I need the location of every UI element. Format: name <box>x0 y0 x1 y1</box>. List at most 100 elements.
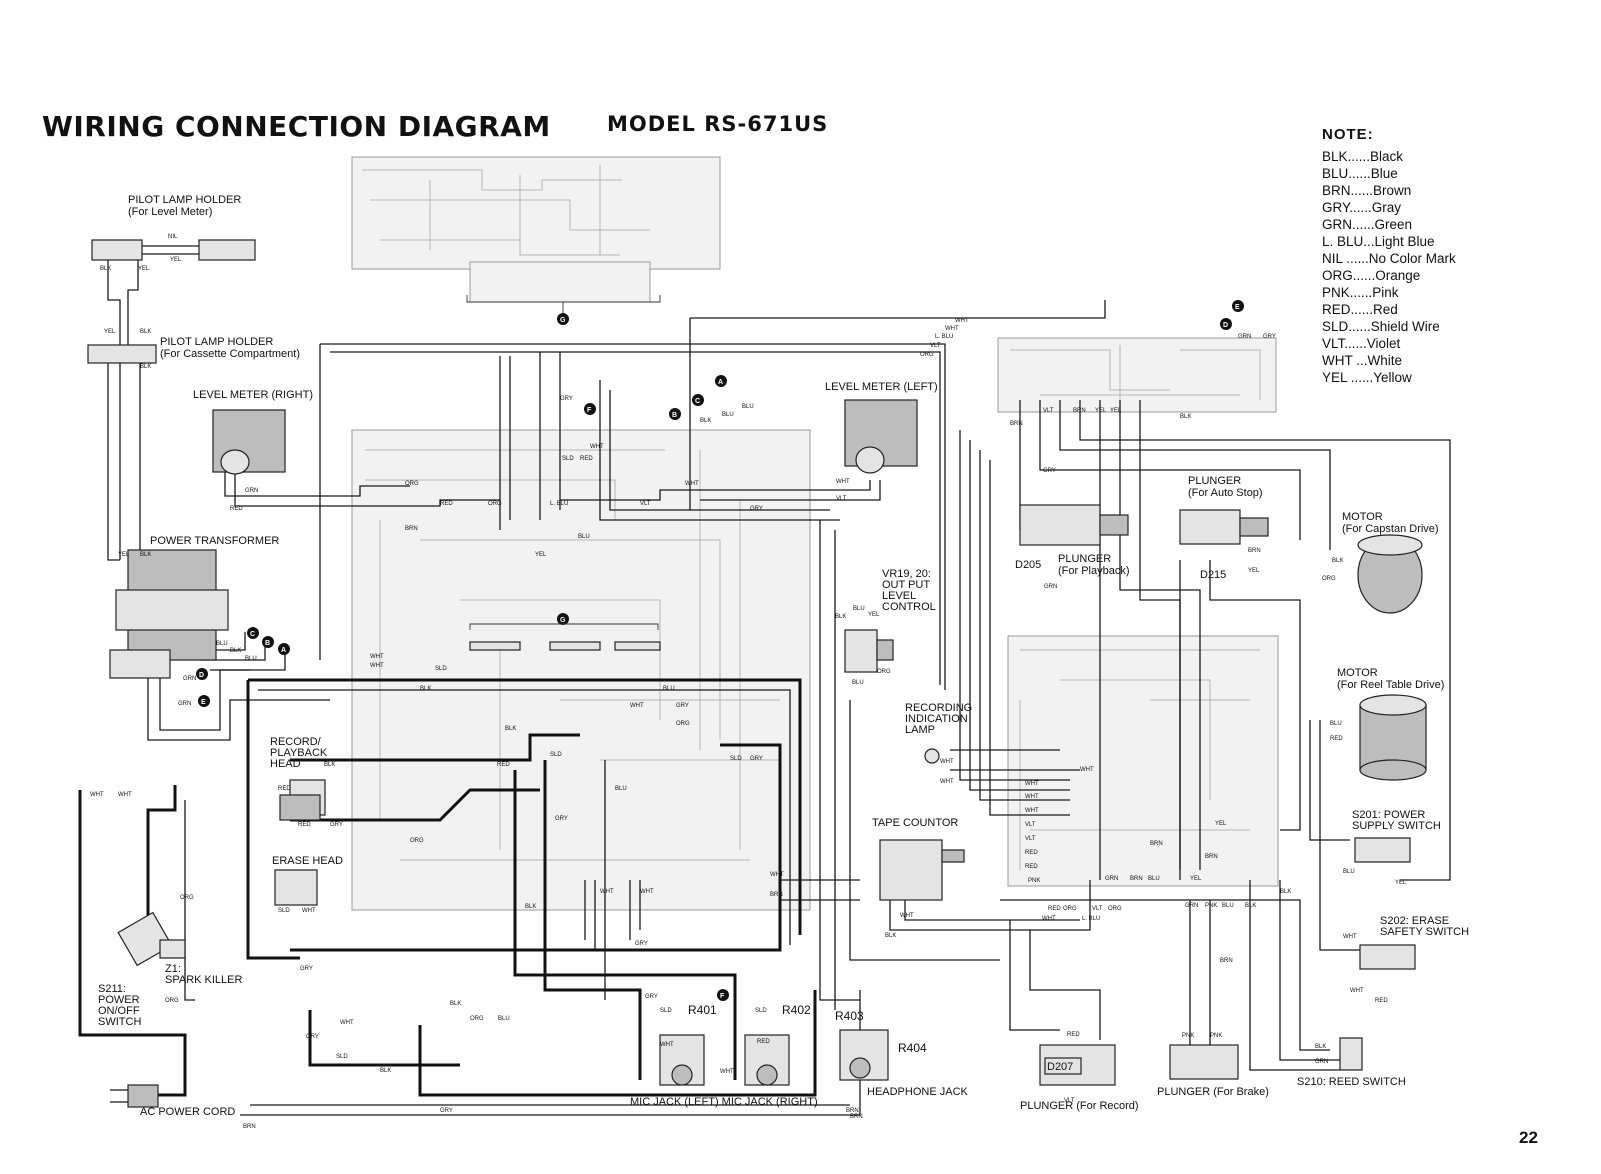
svg-text:YEL: YEL <box>1110 408 1122 414</box>
power-on-off-switch[interactable]: S211: POWER ON/OFF SWITCH Z1: SPARK KILL… <box>98 911 242 1028</box>
s211-label-2: POWER <box>98 994 140 1006</box>
svg-text:BLU: BLU <box>852 680 864 686</box>
marker-c-top: C <box>692 394 704 406</box>
svg-text:C: C <box>250 631 255 638</box>
svg-text:GRN: GRN <box>1238 334 1251 340</box>
svg-text:ORG: ORG <box>1322 576 1336 582</box>
svg-text:BLK: BLK <box>885 933 896 939</box>
legend-item: L. BLU...Light Blue <box>1322 234 1435 249</box>
svg-text:YEL: YEL <box>118 552 130 558</box>
svg-text:PNK: PNK <box>1205 903 1217 909</box>
svg-text:GRY: GRY <box>635 941 648 947</box>
svg-text:G: G <box>560 317 566 324</box>
level-meter-right: LEVEL METER (RIGHT) <box>193 389 313 475</box>
marker-e: E <box>198 695 210 707</box>
svg-text:SLD: SLD <box>730 756 742 762</box>
svg-text:G: G <box>560 617 566 624</box>
rec-lamp-label-3: LAMP <box>905 724 935 736</box>
svg-text:WHT: WHT <box>600 889 614 895</box>
pcb-right-top <box>997 337 1277 413</box>
svg-text:RED: RED <box>278 786 291 792</box>
svg-text:ORG: ORG <box>410 838 424 844</box>
svg-text:ORG: ORG <box>405 481 419 487</box>
marker-f: F <box>584 403 596 415</box>
connection-markers: A B C D E F G G A C B E D F <box>196 295 1244 1001</box>
s202-label-1: S202: ERASE <box>1380 915 1449 927</box>
svg-text:BLU: BLU <box>216 641 228 647</box>
plunger-playback: D205 PLUNGER (For Playback) <box>1015 504 1130 577</box>
svg-text:GRY: GRY <box>645 994 658 1000</box>
plunger-record-label: PLUNGER (For Record) <box>1020 1100 1139 1112</box>
z1-label-1: Z1: <box>165 963 181 975</box>
svg-text:YEL: YEL <box>138 266 150 272</box>
pcb-top <box>351 156 721 303</box>
svg-text:WHT: WHT <box>1080 767 1094 773</box>
legend-item: BLK......Black <box>1322 149 1404 164</box>
svg-text:VLT: VLT <box>1092 906 1103 912</box>
power-transformer-label: POWER TRANSFORMER <box>150 535 279 547</box>
r404-label: R404 <box>898 1041 927 1055</box>
r402-label: R402 <box>782 1003 811 1017</box>
headphone-jack: R403 R404 HEADPHONE JACK <box>835 1009 969 1098</box>
svg-text:SLD: SLD <box>550 752 562 758</box>
svg-text:RED: RED <box>1048 906 1061 912</box>
pcb-right-main <box>1007 635 1279 887</box>
motor-reel-label-2: (For Reel Table Drive) <box>1337 679 1444 691</box>
d215-label: D215 <box>1200 569 1226 581</box>
svg-text:YEL: YEL <box>1095 408 1107 414</box>
svg-text:E: E <box>1235 304 1240 311</box>
svg-text:WHT: WHT <box>1350 988 1364 994</box>
svg-text:YEL: YEL <box>868 612 880 618</box>
svg-text:BLK: BLK <box>1180 414 1191 420</box>
diagram-title: WIRING CONNECTION DIAGRAM <box>42 110 551 143</box>
headphone-jack-label: HEADPHONE JACK <box>867 1086 969 1098</box>
svg-text:A: A <box>281 647 286 654</box>
record-head-label-3: HEAD <box>270 758 301 770</box>
rec-lamp-label-1: RECORDING <box>905 702 972 714</box>
svg-text:GRY: GRY <box>306 1034 319 1040</box>
svg-text:BLU: BLU <box>742 404 754 410</box>
plunger-autostop-label-1: PLUNGER <box>1188 475 1241 487</box>
svg-text:GRY: GRY <box>440 1108 453 1114</box>
svg-text:WHT: WHT <box>685 481 699 487</box>
svg-text:D: D <box>1223 322 1228 329</box>
svg-text:GRN: GRN <box>183 676 196 682</box>
svg-text:ORG: ORG <box>676 721 690 727</box>
svg-text:A: A <box>718 379 723 386</box>
svg-text:WHT: WHT <box>118 792 132 798</box>
plunger-record: D207 PLUNGER (For Record) <box>1020 1044 1139 1112</box>
svg-text:BLK: BLK <box>100 266 111 272</box>
svg-text:BLK: BLK <box>835 614 846 620</box>
vr-label-4: CONTROL <box>882 601 936 613</box>
d205-label: D205 <box>1015 559 1041 571</box>
svg-text:BRN: BRN <box>1010 421 1023 427</box>
svg-text:GRY: GRY <box>560 396 573 402</box>
svg-text:WHT: WHT <box>630 703 644 709</box>
level-meter-left-label: LEVEL METER (LEFT) <box>825 381 938 393</box>
svg-text:BRN: BRN <box>1220 958 1233 964</box>
mic-jacks-label: MIC JACK (LEFT) MIC JACK (RIGHT) <box>630 1096 818 1108</box>
svg-text:RED: RED <box>298 822 311 828</box>
svg-text:WHT: WHT <box>1343 934 1357 940</box>
plunger-auto-stop: D215 PLUNGER (For Auto Stop) <box>1179 475 1269 581</box>
svg-text:BRN: BRN <box>770 892 783 898</box>
color-code-legend: BLK......Black BLU......Blue BRN......Br… <box>1322 148 1456 386</box>
recording-indication-lamp: RECORDING INDICATION LAMP <box>905 702 972 764</box>
svg-text:BLU: BLU <box>1148 876 1160 882</box>
marker-a: A <box>278 643 290 655</box>
board-connectors <box>469 641 661 651</box>
record-playback-head: RECORD/ PLAYBACK HEAD <box>270 736 328 821</box>
svg-text:BLU: BLU <box>1330 721 1342 727</box>
rec-lamp-label-2: INDICATION <box>905 713 968 725</box>
svg-text:BLU: BLU <box>853 606 865 612</box>
svg-text:VLT: VLT <box>640 501 651 507</box>
legend-item: YEL ......Yellow <box>1322 370 1412 385</box>
power-supply-switch[interactable]: S201: POWER SUPPLY SWITCH <box>1352 809 1441 863</box>
level-meter-right-label: LEVEL METER (RIGHT) <box>193 389 313 401</box>
erase-safety-switch[interactable]: S202: ERASE SAFETY SWITCH <box>1359 915 1469 970</box>
svg-text:VLT: VLT <box>930 343 941 349</box>
svg-text:YEL: YEL <box>1248 568 1260 574</box>
svg-text:BRN: BRN <box>1130 876 1143 882</box>
svg-text:VLT: VLT <box>836 496 847 502</box>
svg-text:ORG: ORG <box>877 669 891 675</box>
